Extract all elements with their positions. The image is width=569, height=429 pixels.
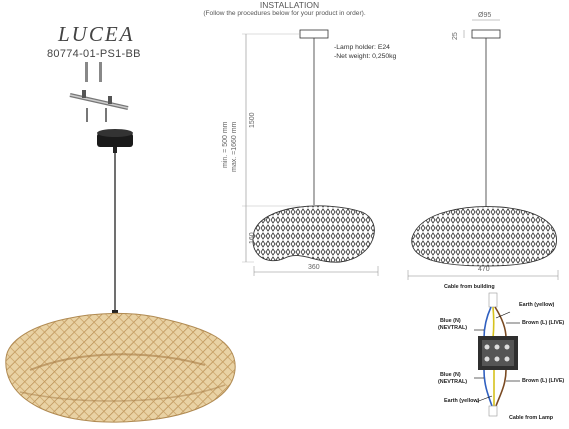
cable-from-building-label: Cable from building (444, 284, 495, 290)
installation-title: INSTALLATION (259, 0, 320, 10)
brown-top-label: Brown (L) (LIVE) (522, 320, 565, 326)
canopy-diameter-label: Ø95 (478, 12, 492, 19)
canopy-height-label: 25 (452, 32, 459, 40)
blue-top-sub-label: (NEVTRAL) (438, 325, 468, 331)
shade-height-label: 160 (249, 232, 256, 244)
earth-top-label: Earth (yellow) (519, 302, 555, 308)
net-weight-spec: -Net weight: 0,250kg (334, 53, 397, 60)
lamp-holder-spec: -Lamp holder: E24 (334, 44, 390, 51)
front-view-drawing (407, 19, 559, 280)
product-code: 80774-01-PS1-BB (47, 48, 141, 60)
blue-top-label: Blue (N) (440, 318, 461, 324)
installation-subtitle: (Follow the procedures below for your pr… (203, 10, 366, 17)
side-view-drawing (242, 29, 379, 276)
cable-length-label: 1500 (249, 112, 256, 128)
brand-name: LUCEA (58, 22, 135, 46)
blue-bottom-label: Blue (N) (440, 372, 461, 378)
adjust-range-min-label: min. = 500 mm (222, 121, 229, 169)
cable-from-lamp-label: Cable from Lamp (509, 415, 554, 421)
earth-bottom-label: Earth (yellow) (444, 398, 480, 404)
side-width-label: 360 (308, 264, 320, 271)
wiring-diagram (474, 292, 520, 417)
front-width-label: 470 (478, 266, 490, 273)
brown-bottom-label: Brown (L) (LIVE) (522, 378, 565, 384)
canopy (97, 129, 133, 153)
mounting-bracket (69, 62, 129, 122)
woven-shade-photo (5, 312, 236, 423)
adjust-range-max-label: max. =1660 mm (231, 121, 238, 172)
blue-bottom-sub-label: (NEVTRAL) (438, 379, 468, 385)
